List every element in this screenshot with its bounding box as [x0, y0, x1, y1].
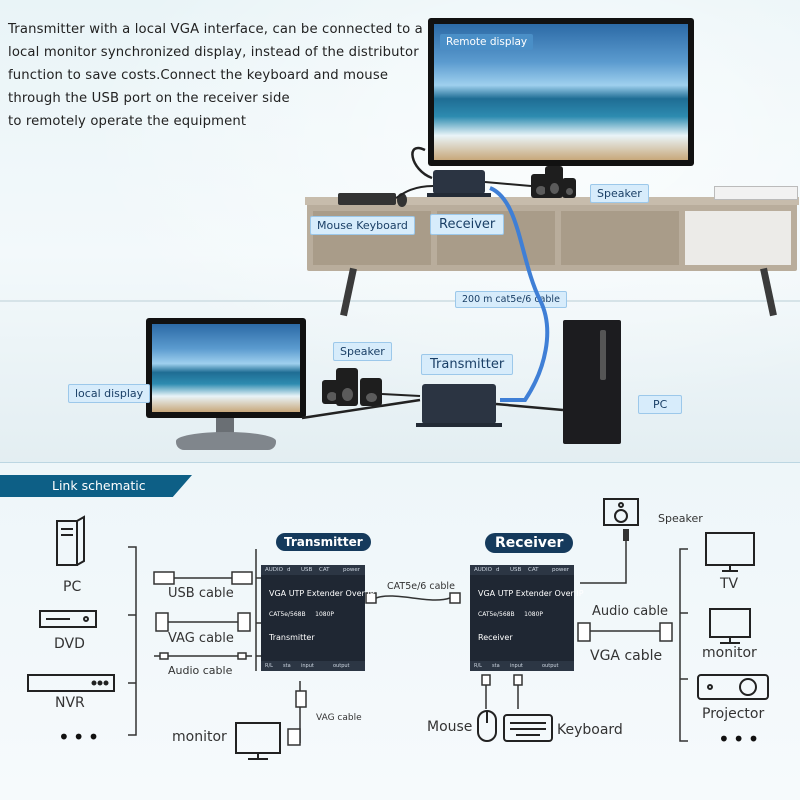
keyboard-image: [338, 193, 396, 205]
local-display-image: [146, 318, 306, 418]
intro-line: Transmitter with a local VGA interface, …: [8, 22, 423, 37]
transmitter-box: AUDIO d USB CAT power VGA UTP Extender O…: [261, 565, 375, 671]
pc-tower-image: [563, 320, 621, 444]
keyboard-label: Keyboard: [557, 722, 623, 738]
speaker-icon: [603, 498, 639, 526]
audio-cable-label: Audio cable: [168, 664, 233, 677]
receiver-label: Receiver: [430, 214, 505, 235]
monitor-icon: [235, 722, 281, 760]
dvd-player-icon: [39, 610, 97, 628]
receiver-pill: Receiver: [485, 533, 574, 553]
source-nvr-label: NVR: [55, 695, 85, 711]
mouse-icon: [477, 710, 497, 742]
monitor-icon: [709, 608, 751, 644]
speaker-label: Speaker: [658, 512, 703, 525]
usb-cable-icon: [153, 571, 253, 585]
receiver-box: AUDIO d USB CAT power VGA UTP Extender O…: [470, 565, 584, 671]
output-projector-label: Projector: [702, 706, 765, 722]
source-pc-label: PC: [63, 579, 82, 595]
transmitter-pill: Transmitter: [276, 533, 371, 551]
intro-line: function to save costs.Connect the keybo…: [8, 68, 389, 83]
receiver-device-image: [427, 170, 491, 197]
speaker-top-label: Speaker: [590, 184, 649, 203]
usb-cable-label: USB cable: [168, 586, 234, 601]
intro-text: Transmitter with a local VGA interface, …: [8, 18, 428, 133]
projector-icon: [697, 674, 769, 700]
transmitter-device-image: [416, 384, 502, 427]
tv-cabinet: [305, 197, 799, 271]
output-monitor-label: monitor: [702, 645, 757, 661]
tx-vga-cable-label: VAG cable: [316, 713, 362, 723]
rx-vga-cable-label: VGA cable: [590, 648, 663, 664]
intro-line: to remotely operate the equipment: [8, 114, 247, 129]
source-dvd-label: DVD: [54, 636, 85, 652]
nvr-icon: [27, 674, 115, 692]
pc-label: PC: [638, 395, 683, 414]
keyboard-icon: [503, 714, 553, 742]
link-schematic: Link schematic: [0, 462, 800, 800]
rj45-plug-icon: [365, 592, 461, 604]
schematic-header: Link schematic: [0, 475, 192, 497]
remote-display-label: Remote display: [440, 34, 534, 50]
outputs-more: •••: [718, 727, 763, 751]
local-monitor-label: monitor: [172, 729, 227, 745]
installation-scene: Transmitter with a local VGA interface, …: [0, 0, 800, 462]
tv-icon: [705, 532, 755, 572]
pc-tower-icon: [56, 515, 85, 566]
speaker-bottom-label: Speaker: [333, 342, 392, 361]
rx-audio-cable-label: Audio cable: [592, 604, 669, 619]
mouse-image: [397, 193, 407, 207]
audio-cable-icon: [154, 652, 252, 660]
link-cable-label: CAT5e/6 cable: [387, 581, 455, 592]
intro-line: through the USB port on the receiver sid…: [8, 91, 290, 106]
transmitter-label: Transmitter: [421, 354, 514, 375]
mouse-keyboard-label: Mouse Keyboard: [310, 216, 415, 235]
schematic-drawing: [27, 498, 769, 760]
scene-cables: [301, 146, 564, 420]
schematic-title: Link schematic: [52, 478, 146, 493]
book-stack: [714, 186, 798, 200]
intro-line: local monitor synchronized display, inst…: [8, 45, 419, 60]
local-display-label: local display: [68, 384, 151, 403]
vga-cable-label: VAG cable: [168, 631, 234, 646]
output-tv-label: TV: [720, 576, 739, 592]
sources-more: •••: [58, 725, 103, 749]
mouse-label: Mouse: [427, 719, 473, 735]
vga-cable-icon: [155, 612, 251, 632]
